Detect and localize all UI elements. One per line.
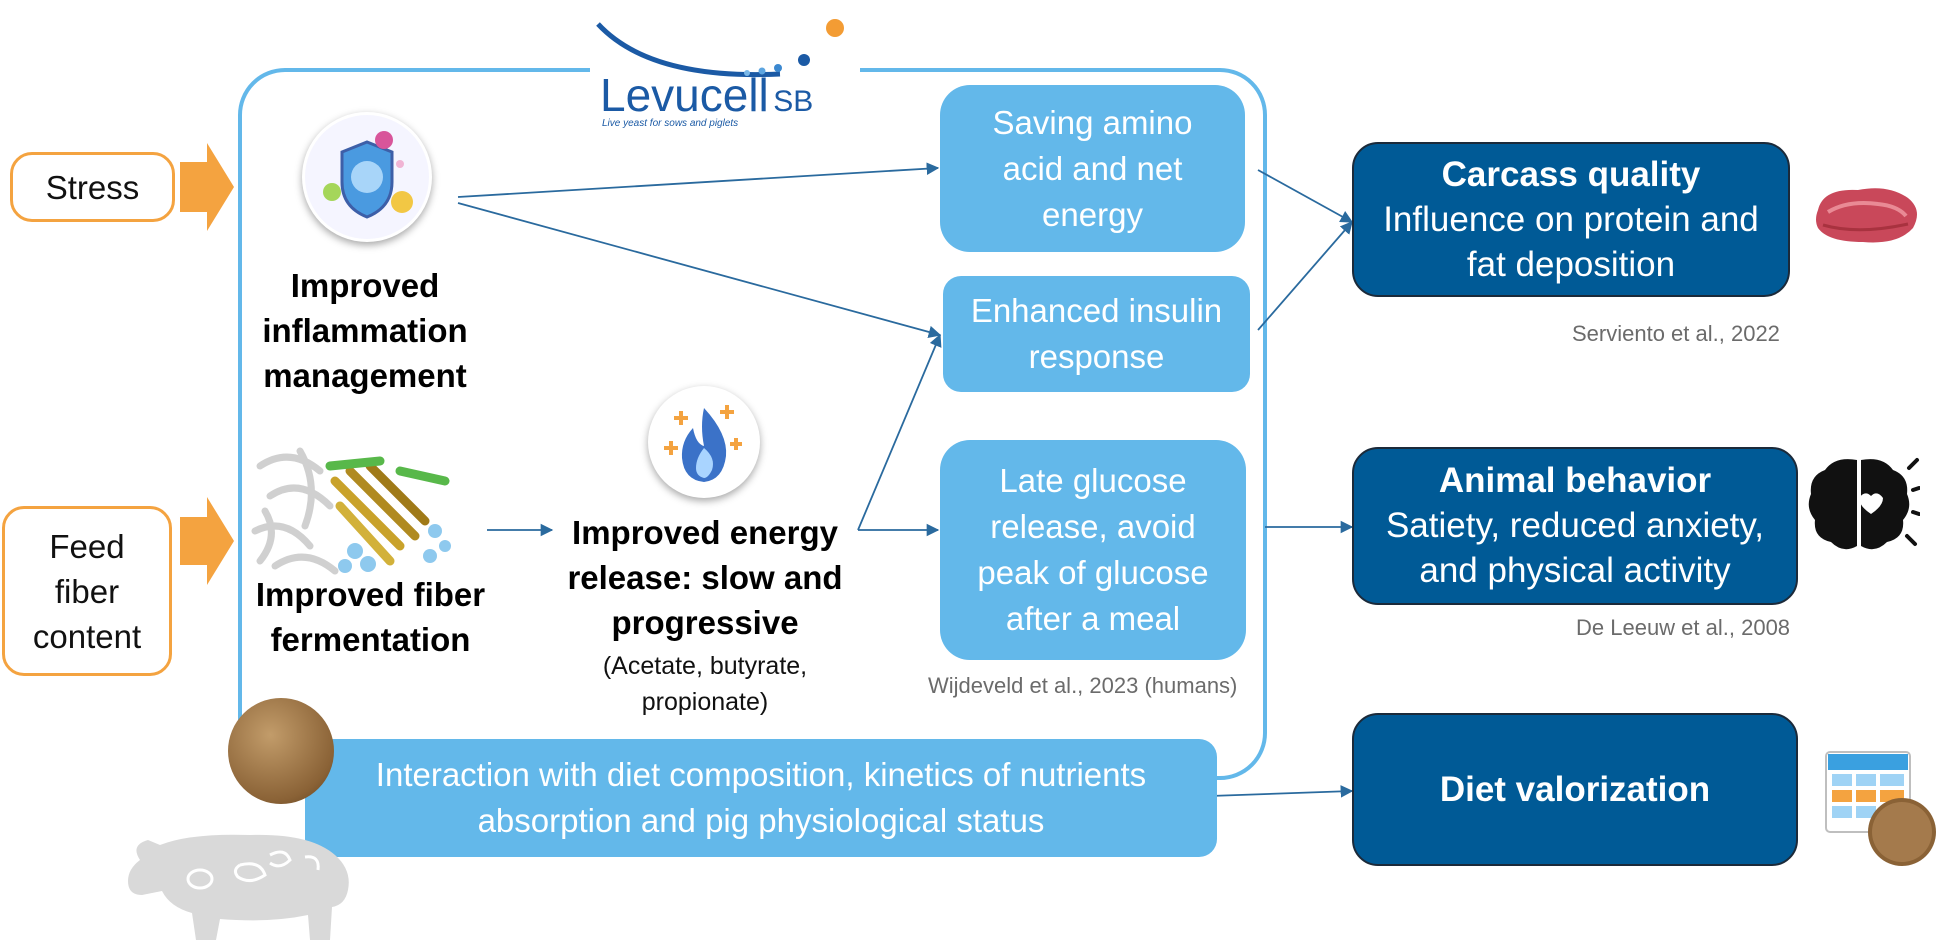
fiber-fermentation-icon <box>250 436 460 584</box>
interaction-label: Interaction with diet composition, kinet… <box>375 756 1147 839</box>
feed-fiber-input-box: Feed fiber content <box>2 506 172 676</box>
behavior-citation: De Leeuw et al., 2008 <box>1576 615 1791 640</box>
interaction-box: Interaction with diet composition, kinet… <box>305 739 1217 857</box>
carcass-quality-box: Carcass quality Influence on protein and… <box>1352 142 1790 297</box>
calendar-feed-icon <box>1822 748 1942 868</box>
energy-release-label: Improved energy release: slow and progre… <box>567 514 843 641</box>
logo: Levucell SB Live yeast for sows and pigl… <box>590 10 860 135</box>
glucose-label: Late glucose release, avoid peak of gluc… <box>977 462 1209 637</box>
logo-swoosh-icon <box>596 19 844 78</box>
shield-immune-icon <box>302 112 432 242</box>
fiber-label: Improved fiber fermentation <box>255 576 486 658</box>
insulin-label: Enhanced insulin response <box>970 292 1223 375</box>
logo-tagline: Live yeast for sows and piglets <box>602 118 739 129</box>
carcass-citation: Serviento et al., 2022 <box>1572 321 1780 346</box>
meat-icon <box>1808 180 1923 250</box>
diet-valorization-title: Diet valorization <box>1439 769 1711 809</box>
animal-behavior-box: Animal behavior Satiety, reduced anxiety… <box>1352 447 1798 605</box>
energy-release-note: (Acetate, butyrate, propionate) <box>602 652 808 716</box>
carcass-quality-title: Carcass quality <box>1441 154 1701 194</box>
insulin-box: Enhanced insulin response <box>943 276 1250 392</box>
glucose-box: Late glucose release, avoid peak of gluc… <box>940 440 1246 660</box>
glucose-citation: Wijdeveld et al., 2023 (humans) <box>928 673 1238 698</box>
animal-behavior-text: Satiety, reduced anxiety, and physical a… <box>1385 506 1765 590</box>
logo-brand-suffix: SB <box>773 85 814 118</box>
brain-heart-icon <box>1805 450 1921 560</box>
amino-acid-box: Saving amino acid and net energy <box>940 85 1245 252</box>
amino-acid-label: Saving amino acid and net energy <box>992 103 1193 233</box>
energy-flame-icon <box>648 386 760 498</box>
inflammation-label: Improved inflammation management <box>262 267 468 394</box>
feed-fiber-label: Feed fiber content <box>32 527 142 655</box>
logo-brand: Levucell <box>600 69 769 121</box>
diet-valorization-box: Diet valorization <box>1352 713 1798 866</box>
animal-behavior-title: Animal behavior <box>1438 461 1712 500</box>
pig-silhouette-icon <box>120 815 355 945</box>
stress-label: Stress <box>45 168 140 206</box>
stress-input-box: Stress <box>10 152 175 222</box>
carcass-quality-text: Influence on protein and fat deposition <box>1383 199 1759 284</box>
feed-pellets-icon <box>228 698 334 804</box>
